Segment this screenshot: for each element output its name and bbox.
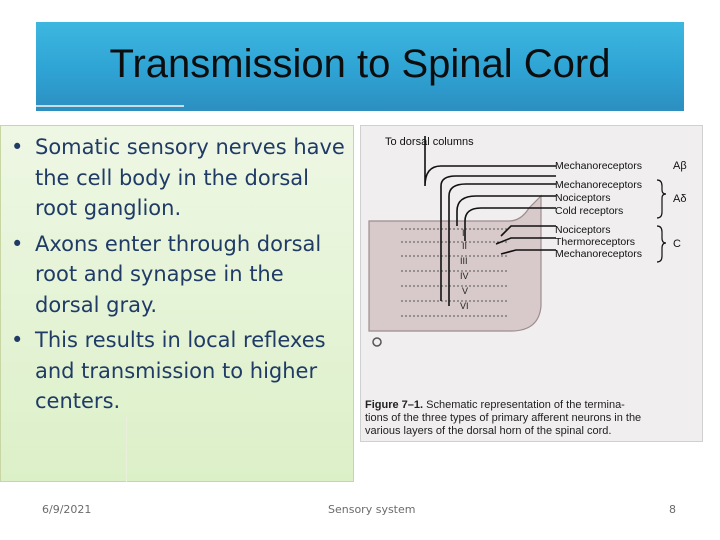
footer-date: 6/9/2021 — [42, 503, 92, 516]
bullet-text: Axons enter through dorsal root and syna… — [35, 231, 322, 317]
bullet-icon: • — [11, 135, 24, 159]
receptor-label: Nociceptors — [555, 192, 610, 204]
dorsal-horn-figure: I II III IV V VI To dorsal columns Mecha… — [360, 125, 703, 442]
bullet-icon: • — [11, 328, 24, 352]
figure-diagram: I II III IV V VI To dorsal columns Mecha… — [365, 136, 687, 437]
footer-title: Sensory system — [328, 503, 416, 516]
dorsal-horn-shape — [368, 194, 542, 332]
fiber-label-c: C — [673, 238, 681, 250]
receptor-label: Thermoreceptors — [555, 236, 635, 248]
figure-caption-line1: Figure 7–1. Schematic representation of … — [365, 399, 625, 411]
bullet-item: • This results in local reflexes and tra… — [9, 325, 349, 417]
bullet-icon: • — [11, 231, 24, 256]
divider — [126, 416, 127, 482]
bullet-text: This results in local reflexes and trans… — [35, 328, 326, 413]
group-braces — [656, 179, 667, 263]
top-label: To dorsal columns — [385, 136, 474, 148]
bullet-item: • Axons enter through dorsal root and sy… — [9, 229, 349, 321]
receptor-label: Cold receptors — [555, 205, 623, 217]
layer-label-1: I — [462, 228, 465, 238]
figure-caption-line2: tions of the three types of primary affe… — [365, 412, 641, 424]
slide-title: Transmission to Spinal Cord — [109, 42, 611, 86]
title-bar: Transmission to Spinal Cord — [36, 22, 684, 111]
afferent-fibers — [424, 136, 556, 306]
bullet-item: • Somatic sensory nerves have the cell b… — [9, 132, 349, 224]
receptor-label: Nociceptors — [555, 224, 610, 236]
central-canal-icon — [372, 337, 382, 347]
layer-label-3: III — [460, 256, 468, 266]
fiber-label-a-delta: Aδ — [673, 193, 686, 205]
receptor-label: Mechanoreceptors — [555, 248, 642, 260]
receptor-label: Mechanoreceptors — [555, 160, 642, 172]
caption-label: Figure 7–1. — [365, 399, 423, 411]
figure-caption-line3: various layers of the dorsal horn of the… — [365, 425, 611, 437]
content-box: • Somatic sensory nerves have the cell b… — [0, 125, 354, 482]
layer-label-2: II — [462, 241, 467, 251]
receptor-label: Mechanoreceptors — [555, 179, 642, 191]
layer-label-5: V — [462, 286, 468, 296]
layer-lines — [401, 228, 509, 317]
layer-label-4: IV — [460, 271, 469, 281]
bullet-list: • Somatic sensory nerves have the cell b… — [9, 132, 349, 422]
bullet-text: Somatic sensory nerves have the cell bod… — [35, 135, 345, 220]
layer-label-6: VI — [460, 301, 469, 311]
title-underline — [36, 105, 184, 107]
caption-text: Schematic representation of the termina- — [423, 399, 625, 411]
footer-page-number: 8 — [669, 503, 676, 516]
fiber-label-a-beta: Aβ — [673, 160, 687, 172]
